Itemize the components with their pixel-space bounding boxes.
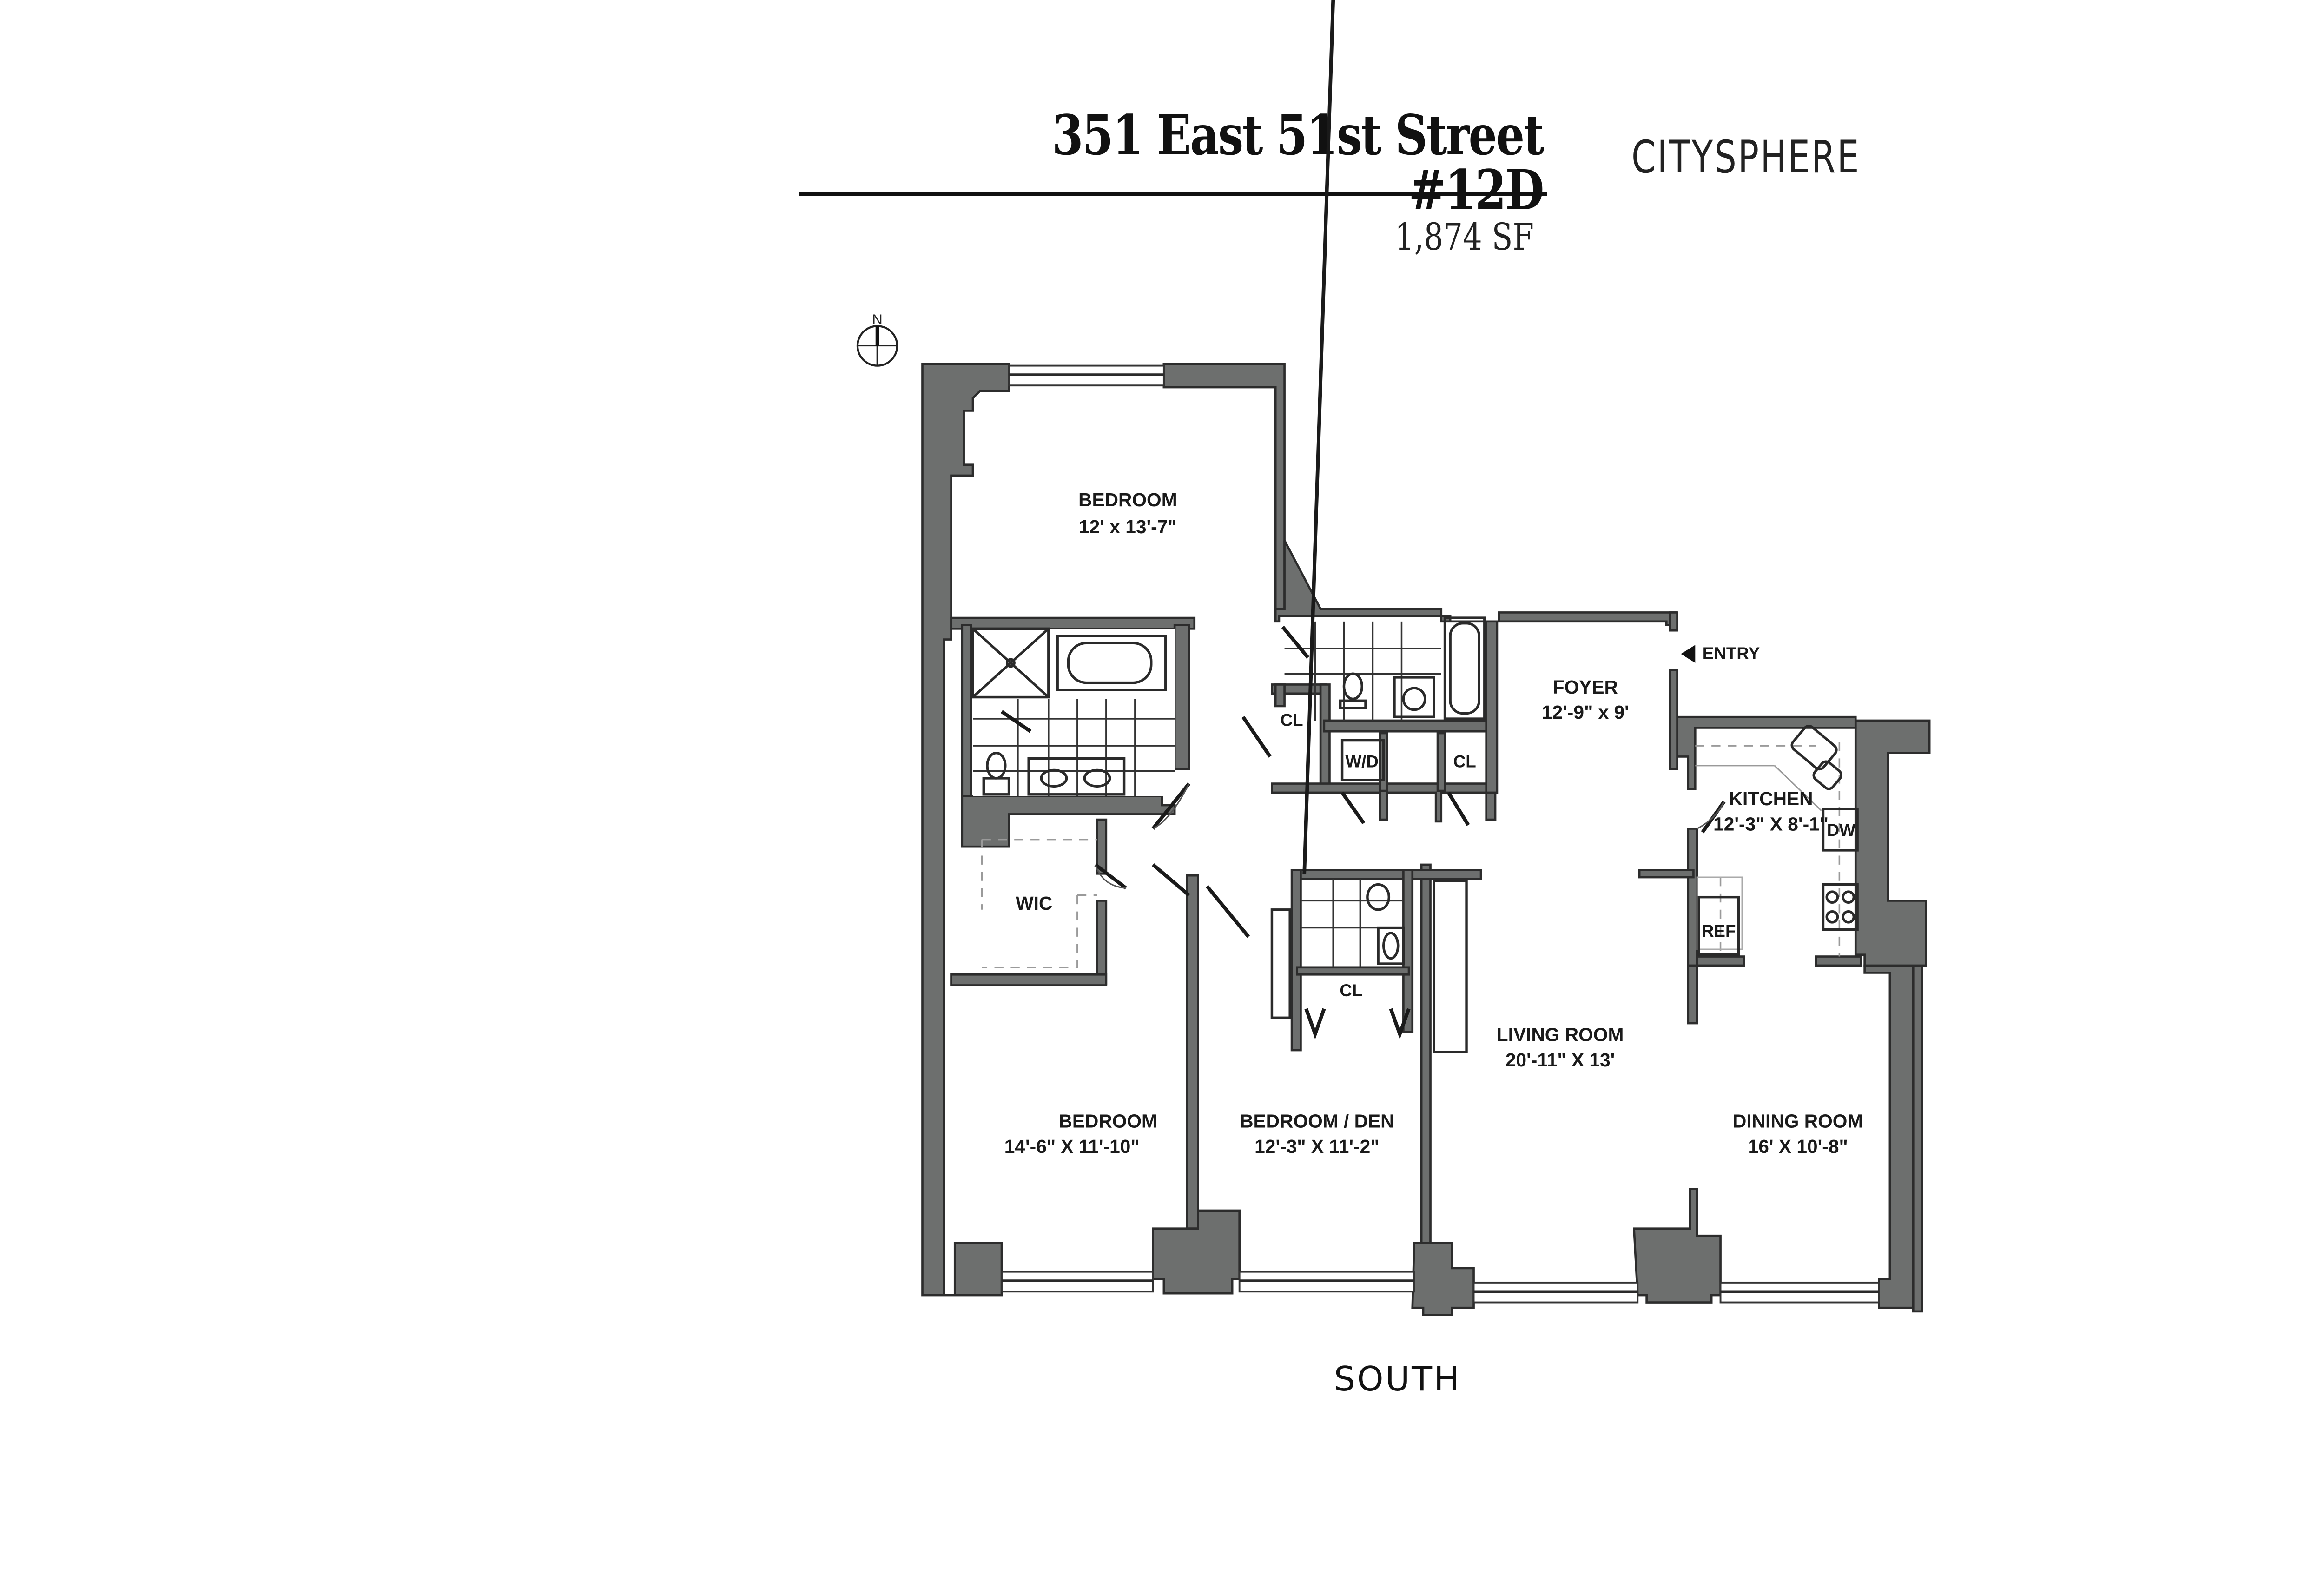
master-bath xyxy=(971,627,1175,796)
refrigerator-label: REF xyxy=(1702,921,1736,940)
brand-logo: CITYSPHERE xyxy=(1631,131,1861,183)
room-label-wic: WIC xyxy=(1016,893,1052,914)
room-label-kitchen: KITCHEN xyxy=(1729,788,1813,809)
windows xyxy=(1001,364,1880,1304)
orientation-label-south: SOUTH xyxy=(1334,1359,1461,1398)
room-dims-foyer: 12'-9" x 9' xyxy=(1542,702,1629,723)
room-dims-dining-room: 16' X 10'-8" xyxy=(1748,1136,1848,1157)
room-dims-bedroom-south: 14'-6" X 11'-10" xyxy=(1004,1136,1140,1157)
room-label-dining-room: DINING ROOM xyxy=(1733,1111,1863,1132)
room-label-foyer: FOYER xyxy=(1553,676,1618,698)
svg-text:N: N xyxy=(872,311,882,327)
wic-shelving xyxy=(981,838,1097,968)
square-footage: 1,874 SF xyxy=(1394,215,1534,258)
closet-label-1: CL xyxy=(1281,711,1303,730)
closet-label-2: CL xyxy=(1453,752,1476,771)
title-divider xyxy=(799,192,1547,196)
tile-grid xyxy=(973,699,1175,796)
closet-label-3: CL xyxy=(1340,981,1362,1000)
dishwasher-label: DW xyxy=(1827,821,1856,840)
room-label-bedroom-north: BEDROOM xyxy=(1078,489,1177,510)
room-label-bedroom-den: BEDROOM / DEN xyxy=(1240,1111,1394,1132)
entry-arrow-icon xyxy=(1681,645,1696,663)
den-bath xyxy=(1270,0,1468,1053)
room-dims-living-room: 20'-11" X 13' xyxy=(1505,1049,1615,1071)
doors xyxy=(1094,716,1726,1039)
walls xyxy=(921,363,1931,1316)
room-label-living-room: LIVING ROOM xyxy=(1497,1024,1624,1046)
room-dims-bedroom-den: 12'-3" X 11'-2" xyxy=(1254,1136,1379,1157)
room-dims-bedroom-north: 12' x 13'-7" xyxy=(1079,516,1177,537)
room-labels: BEDROOM 12' x 13'-7" FOYER 12'-9" x 9' K… xyxy=(1004,489,1863,1157)
listing-address-title: 351 East 51st Street #12D xyxy=(1052,103,1544,222)
washer-dryer-label: W/D xyxy=(1345,752,1379,771)
svg-text:ENTRY: ENTRY xyxy=(1703,644,1760,663)
room-label-bedroom-south: BEDROOM xyxy=(1058,1111,1157,1132)
kitchen-fixtures xyxy=(1695,724,1859,957)
entry-marker: ENTRY xyxy=(1681,644,1760,663)
north-compass-icon: N xyxy=(856,311,898,367)
room-dims-kitchen: 12'-3" X 8'-1" xyxy=(1713,813,1829,834)
